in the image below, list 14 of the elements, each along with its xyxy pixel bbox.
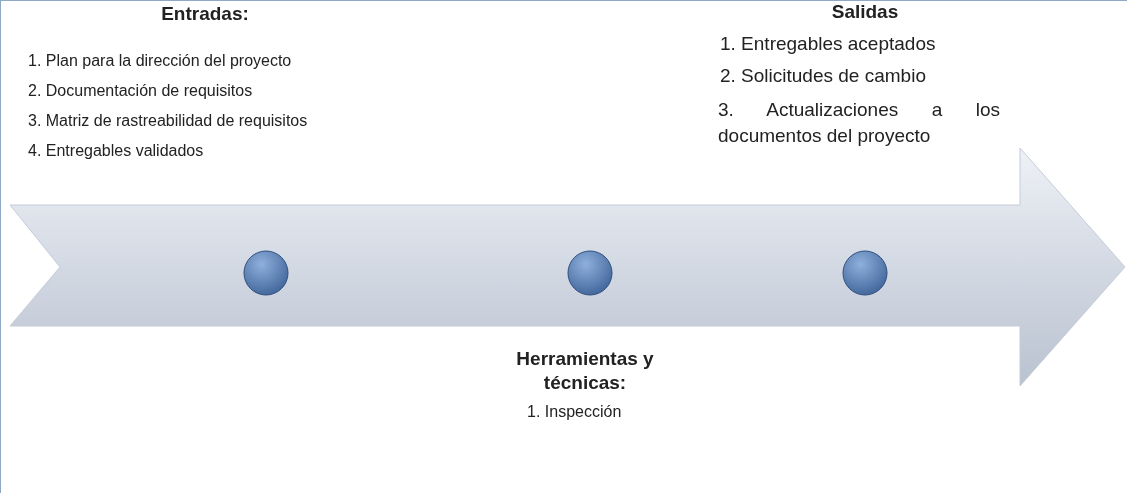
heading: Entradas: <box>160 2 250 26</box>
heading: Salidas <box>830 0 900 24</box>
milestone-circle <box>567 250 613 296</box>
list-item: 3. Actualizaciones a los documentos del proyecto <box>718 98 1000 148</box>
list-item: 3. Matriz de rastreabilidad de requisitos <box>28 111 309 131</box>
list-item: 1. Inspección <box>527 402 623 422</box>
list-item: 2. Documentación de requisitos <box>28 81 254 101</box>
list-item: 1. Plan para la dirección del proyecto <box>28 51 293 71</box>
list-item: 2. Solicitudes de cambio <box>720 64 927 88</box>
list-item: 4. Entregables validados <box>28 141 205 161</box>
milestone-circle <box>243 250 289 296</box>
heading: Herramientas y técnicas: <box>515 347 655 395</box>
list-item: 1. Entregables aceptados <box>720 32 937 56</box>
milestone-circle <box>842 250 888 296</box>
